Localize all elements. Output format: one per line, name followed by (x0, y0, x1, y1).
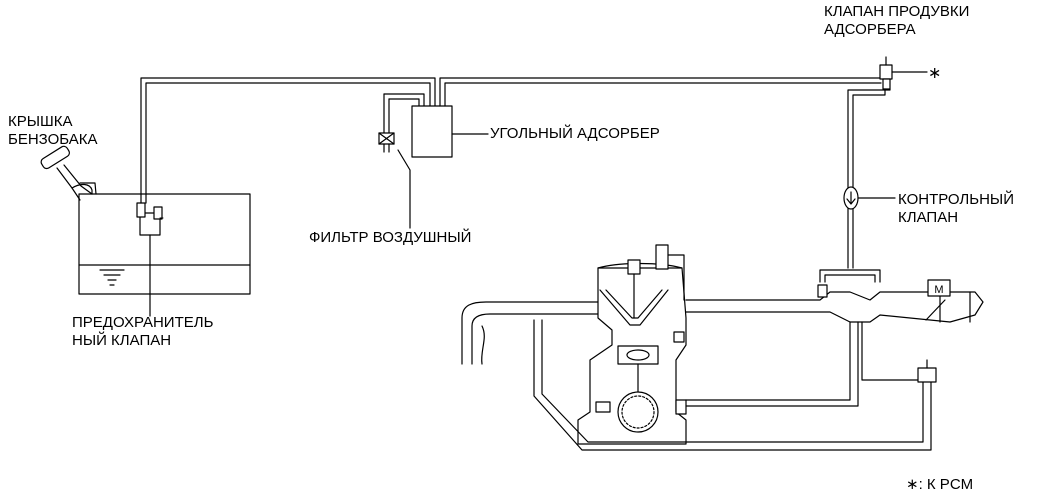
charcoal-canister (411, 105, 489, 158)
air-filter (378, 93, 425, 229)
fuel-cap-label-line-2: БЕНЗОБАКА (8, 131, 98, 148)
pcm-mark: ∗ (928, 65, 941, 82)
check-valve-label-line-2: КЛАПАН (898, 209, 959, 226)
purge-valve-label: КЛАПАН ПРОДУВКИ АДСОРБЕРА (824, 3, 969, 39)
purge-valve-label-line-2: АДСОРБЕРА (824, 21, 916, 38)
motor-symbol: M (934, 284, 943, 296)
fuel-tank (78, 193, 251, 295)
check-valve-label: КОНТРОЛЬНЫЙ КЛАПАН (898, 191, 1014, 227)
rollover-valve (136, 202, 163, 317)
lower-lines (533, 319, 937, 451)
check-valve (843, 186, 896, 210)
filler-neck (40, 145, 97, 201)
purge-valve-label-line-1: КЛАПАН ПРОДУВКИ (824, 3, 970, 20)
vapor-line-tank-to-canister (140, 77, 436, 204)
purge-valve (847, 56, 928, 269)
air-filter-label: ФИЛЬТР ВОЗДУШНЫЙ (309, 229, 472, 246)
engine (577, 244, 687, 445)
check-valve-label-line-1: КОНТРОЛЬНЫЙ (898, 191, 1014, 208)
purge-line (439, 77, 882, 107)
rollover-valve-label-line-1: ПРЕДОХРАНИТЕЛЬ (72, 314, 214, 331)
rollover-valve-label: ПРЕДОХРАНИТЕЛЬ НЫЙ КЛАПАН (72, 314, 213, 350)
air-intake-tube (461, 301, 601, 365)
canister-label: УГОЛЬНЫЙ АДСОРБЕР (490, 125, 660, 142)
fuel-cap-label-line-1: КРЫШКА (8, 113, 73, 130)
intake-manifold (685, 269, 984, 323)
rollover-valve-label-line-2: НЫЙ КЛАПАН (72, 332, 172, 349)
pcm-note: ∗: К PCM (906, 476, 974, 493)
fuel-cap-label: КРЫШКА БЕНЗОБАКА (8, 113, 98, 149)
